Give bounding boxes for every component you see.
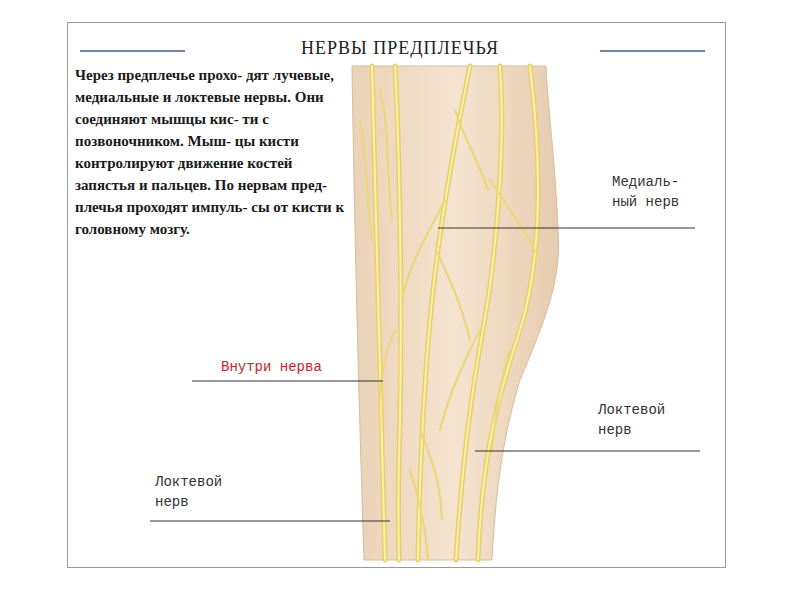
- leader-line: [150, 521, 390, 522]
- leader-lines: [150, 228, 700, 521]
- part-label: Локтевой нерв: [598, 400, 688, 440]
- leader-line: [192, 381, 383, 382]
- leader-line: [438, 228, 695, 229]
- part-label: Внутри нерва: [221, 357, 371, 377]
- forearm-outline: [352, 66, 559, 560]
- description-text: Через предплечье прохо- дят лучевые, мед…: [75, 64, 347, 240]
- title-rule: [600, 50, 705, 52]
- nerves: [360, 66, 540, 560]
- diagram-title: НЕРВЫ ПРЕДПЛЕЧЬЯ: [200, 38, 600, 59]
- leader-line: [475, 451, 700, 452]
- title-rule: [80, 50, 185, 52]
- part-label: Медиаль- ный нерв: [612, 172, 702, 212]
- part-label: Локтевой нерв: [155, 472, 245, 512]
- frame: [68, 23, 726, 568]
